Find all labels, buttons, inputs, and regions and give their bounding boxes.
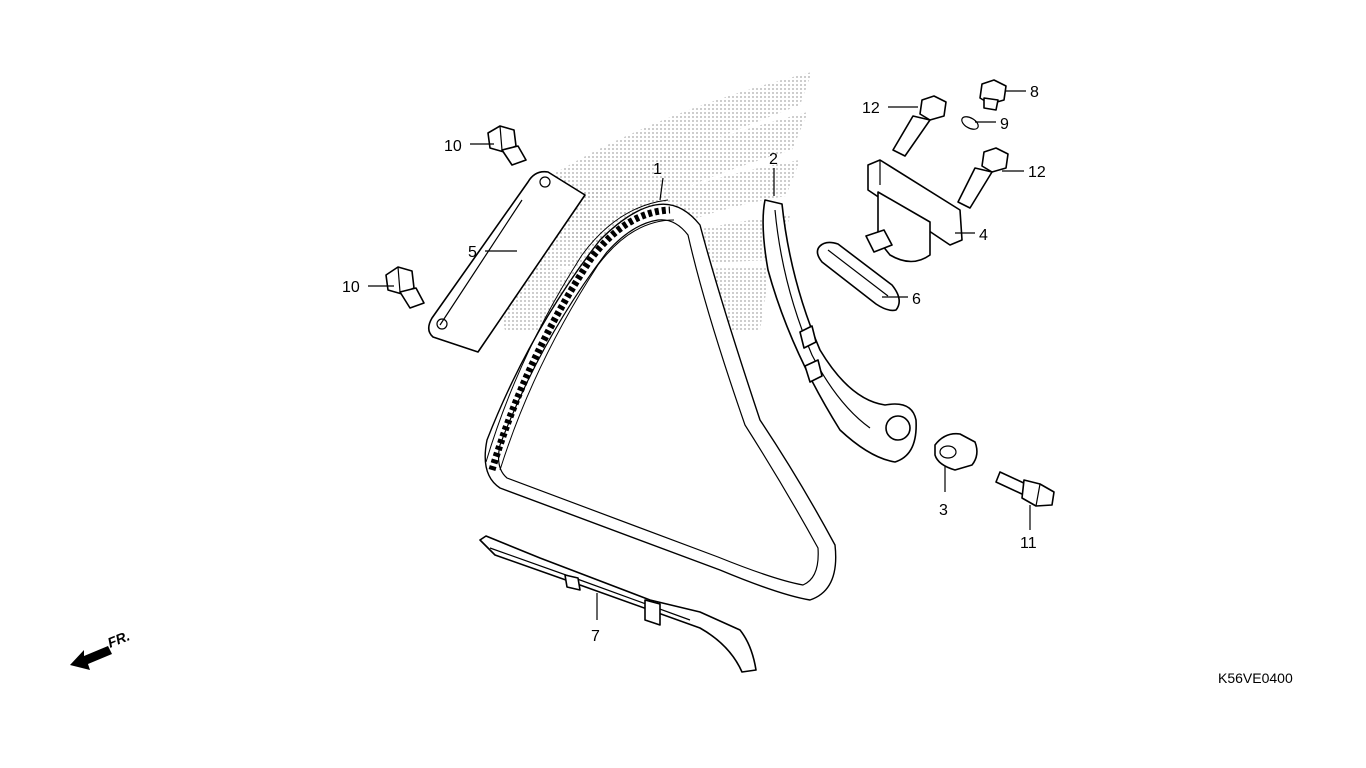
- callout-4: 4: [979, 227, 988, 244]
- part-10-bolt-lower: [385, 266, 425, 309]
- part-1-cam-chain: [484, 199, 837, 601]
- part-2-tensioner-slipper: [762, 199, 917, 463]
- part-4-tensioner-lifter: [865, 159, 963, 263]
- part-7-chain-guide: [479, 535, 757, 673]
- callout-1: 1: [653, 161, 662, 178]
- part-3-collar: [934, 432, 978, 471]
- drawing-code: K56VE0400: [1218, 670, 1293, 686]
- callout-8: 8: [1030, 84, 1039, 101]
- leader-lines: [368, 90, 1031, 620]
- part-12-bolt-right: [957, 147, 1009, 209]
- part-10-bolt-upper: [487, 125, 527, 166]
- part-12-bolt-upper: [892, 95, 947, 157]
- callout-10-lower: 10: [342, 279, 360, 296]
- part-11-bolt: [995, 471, 1055, 507]
- part-8-bolt: [979, 79, 1007, 111]
- callout-12-upper: 12: [862, 100, 880, 117]
- callout-12-right: 12: [1028, 164, 1046, 181]
- callout-6: 6: [912, 291, 921, 308]
- callout-3: 3: [939, 502, 948, 519]
- part-6-gasket: [816, 241, 900, 312]
- callout-11: 11: [1020, 535, 1037, 552]
- callout-5: 5: [468, 244, 477, 261]
- part-5-plate: [427, 170, 586, 353]
- callout-7: 7: [591, 628, 600, 645]
- front-direction-arrow-icon: [70, 646, 112, 670]
- callout-9: 9: [1000, 116, 1009, 133]
- callout-10-upper: 10: [444, 138, 462, 155]
- direction-label: FR.: [105, 627, 132, 650]
- callout-2: 2: [769, 151, 778, 168]
- part-9-o-ring: [961, 116, 979, 130]
